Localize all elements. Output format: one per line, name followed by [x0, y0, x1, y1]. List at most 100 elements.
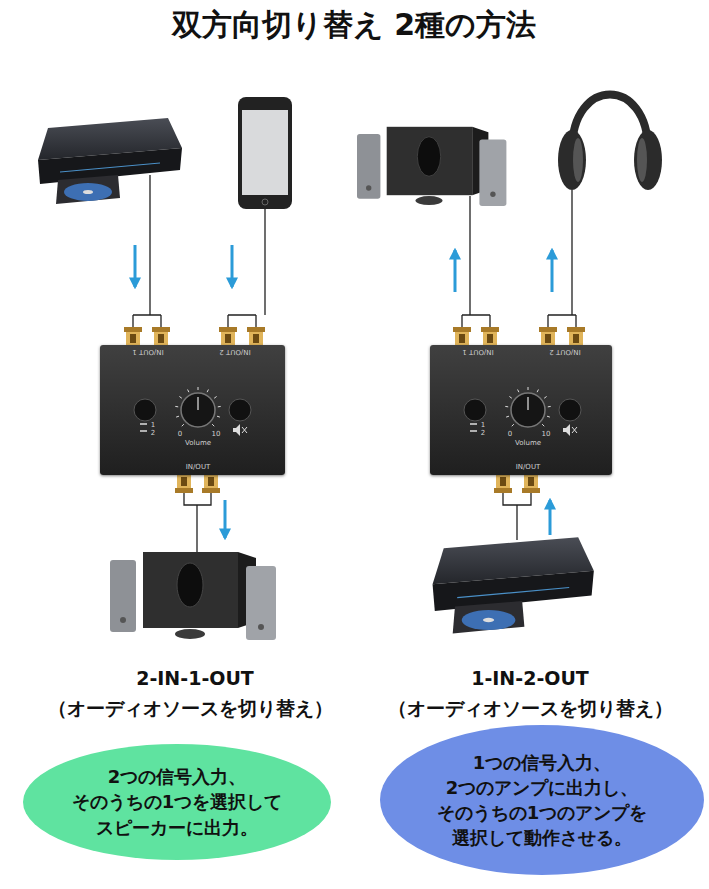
- panel-label: 0: [508, 431, 512, 438]
- switch-controls: [100, 345, 285, 475]
- rca-port: [124, 327, 142, 345]
- knob-tick: [537, 390, 538, 393]
- rca-port: [481, 327, 499, 345]
- panel-label: 0: [178, 431, 182, 438]
- mode-caption: 1-IN-2-OUT: [471, 667, 589, 689]
- volume-knob: [511, 393, 545, 427]
- panel-label: 10: [212, 431, 221, 438]
- headphones: [558, 95, 662, 191]
- signal-arrow: [454, 250, 457, 292]
- panel-label: 10: [542, 431, 551, 438]
- knob-tick: [548, 406, 551, 407]
- knob-tick: [198, 387, 199, 390]
- rca-port: [494, 475, 512, 493]
- description-text: 2つの信号入力、 そのうちの1つを選択して スピーカーに出力。: [61, 764, 293, 840]
- signal-arrow: [231, 245, 234, 287]
- signal-arrow: [551, 250, 554, 292]
- rca-port: [453, 327, 471, 345]
- headband: [572, 95, 648, 151]
- wire: [548, 190, 576, 327]
- knob-pointer: [197, 397, 199, 410]
- smartphone: [238, 97, 292, 209]
- push-button: [229, 399, 251, 421]
- knob-tick: [512, 424, 514, 426]
- wire: [503, 493, 531, 540]
- audio-switch-box: IN/OUT 1 IN/OUT 2 12 0 10VolumeIN/OUT: [100, 345, 285, 475]
- push-button: [559, 399, 581, 421]
- signal-arrow: [549, 500, 552, 535]
- knob-tick: [506, 416, 509, 418]
- bluray-player: [433, 537, 594, 633]
- wire: [133, 175, 161, 327]
- rca-port: [247, 327, 265, 345]
- description-text: 1つの信号入力、 2つのアンプに出力し、 そのうちの1つのアンプを 選択して動作…: [426, 750, 658, 851]
- knob-tick: [542, 424, 544, 426]
- rca-port: [175, 475, 193, 493]
- panel-label: IN/OUT 1: [132, 348, 163, 355]
- audio-switch-box: IN/OUT 1IN/OUT 212010VolumeIN/OUT: [430, 345, 612, 475]
- panel-label: IN/OUT: [516, 464, 541, 471]
- knob-tick: [505, 406, 508, 407]
- signal-arrow: [224, 500, 227, 538]
- panel-label: 1: [151, 422, 155, 429]
- phone-screen: [242, 110, 288, 195]
- knob-tick: [217, 416, 220, 418]
- knob-tick: [175, 406, 178, 407]
- select-icon: [140, 424, 147, 431]
- wire: [228, 209, 265, 327]
- knob-tick: [214, 396, 216, 398]
- speaker-set: [110, 552, 276, 640]
- panel-label: IN/OUT: [186, 464, 211, 471]
- signal-arrow: [134, 245, 137, 287]
- ear-cup: [634, 130, 662, 190]
- panel-label: IN/OUT 2: [219, 348, 250, 355]
- description-ellipse: 1つの信号入力、 2つのアンプに出力し、 そのうちの1つのアンプを 選択して動作…: [379, 724, 705, 876]
- mute-icon: [242, 427, 247, 433]
- push-button: [134, 399, 156, 421]
- phone-button: [262, 199, 268, 205]
- ellipse-fill: [380, 725, 704, 875]
- select-icon: [470, 424, 477, 431]
- ear-cushion: [637, 138, 647, 182]
- speaker-set: [357, 127, 506, 206]
- ellipse-fill: [23, 744, 331, 860]
- rca-port: [567, 327, 585, 345]
- panel-label: IN/OUT 1: [462, 348, 493, 355]
- mute-icon: [563, 424, 570, 436]
- panel-label: IN/OUT 2: [549, 348, 580, 355]
- switch-controls: [430, 345, 612, 475]
- rca-port: [202, 475, 220, 493]
- knob-tick: [179, 396, 181, 398]
- knob-tick: [176, 416, 179, 418]
- knob-tick: [188, 390, 189, 393]
- mode-caption: （オーディオソースを切り替え）: [48, 696, 333, 722]
- mode-caption: 2-IN-1-OUT: [136, 667, 254, 689]
- wire: [184, 493, 211, 552]
- diagram-title: 双方向切り替え 2種の方法: [172, 5, 536, 46]
- knob-pointer: [527, 397, 529, 410]
- push-button: [464, 399, 486, 421]
- ear-cup: [558, 130, 586, 190]
- knob-tick: [547, 416, 550, 418]
- knob-tick: [207, 390, 208, 393]
- panel-label: 2: [151, 430, 155, 437]
- phone-body: [238, 97, 292, 209]
- knob-tick: [218, 406, 221, 407]
- panel-label: Volume: [185, 440, 211, 447]
- knob-tick: [212, 424, 214, 426]
- panel-label: Volume: [515, 440, 541, 447]
- rca-port: [152, 327, 170, 345]
- rca-port: [522, 475, 540, 493]
- rca-port: [539, 327, 557, 345]
- mute-icon: [233, 424, 240, 436]
- ear-cushion: [573, 138, 583, 182]
- knob-tick: [182, 424, 184, 426]
- bluray-player: [38, 118, 182, 204]
- wire: [462, 196, 490, 327]
- mute-icon: [572, 427, 577, 433]
- rca-port: [219, 327, 237, 345]
- knob-tick: [544, 396, 546, 398]
- knob-tick: [518, 390, 519, 393]
- mode-caption: （オーディオソースを切り替え）: [388, 696, 673, 722]
